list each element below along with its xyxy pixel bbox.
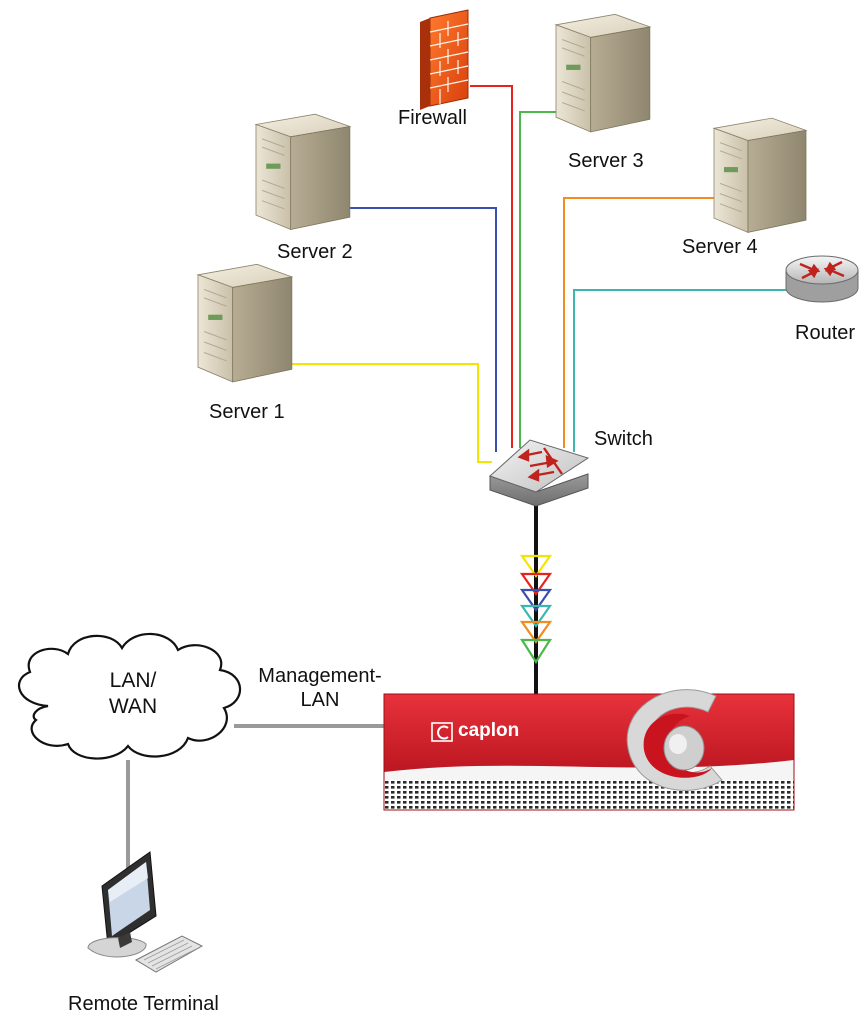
workstation-icon[interactable] xyxy=(87,851,204,973)
caplon-brand-text: caplon xyxy=(458,720,520,741)
caplon-appliance-icon[interactable] xyxy=(383,689,795,811)
vlan-blue xyxy=(519,588,553,612)
cloud-label-line2: WAN xyxy=(108,695,158,718)
server1-label: Server 1 xyxy=(209,401,285,423)
brick-firewall-icon[interactable] xyxy=(420,9,469,110)
server3-icon[interactable] xyxy=(555,13,651,133)
connection-lines xyxy=(126,85,786,872)
server1-icon[interactable] xyxy=(197,263,293,383)
remote-terminal-label: Remote Terminal xyxy=(68,993,219,1015)
router-icon[interactable] xyxy=(785,255,859,303)
management-label-line1: Management- xyxy=(258,665,382,687)
server4-label: Server 4 xyxy=(682,236,758,258)
server2-icon[interactable] xyxy=(255,113,351,231)
server2-label: Server 2 xyxy=(277,241,353,263)
cloud-label-line1: LAN/ xyxy=(109,669,157,692)
vlan-orange xyxy=(519,620,553,644)
router-label: Router xyxy=(795,322,856,344)
server3-link xyxy=(519,111,556,448)
vlan-cyan xyxy=(519,604,553,628)
cloud-label: LAN/ WAN xyxy=(88,668,178,720)
vlan-red xyxy=(519,572,553,596)
server1-link xyxy=(292,363,492,463)
server2-link xyxy=(348,207,497,452)
server4-link xyxy=(563,197,714,448)
management-lan-label: Management- LAN xyxy=(250,664,390,712)
vlan-trunk-bundle xyxy=(519,554,553,665)
server3-label: Server 3 xyxy=(568,150,644,172)
vlan-green xyxy=(519,638,553,665)
caplon-logo-mark xyxy=(431,722,453,742)
vlan-yellow xyxy=(519,554,553,578)
server4-icon[interactable] xyxy=(713,117,807,233)
caplon-swirl-logo xyxy=(626,689,723,791)
switch-label: Switch xyxy=(594,428,653,450)
management-label-line2: LAN xyxy=(300,689,340,711)
router-link xyxy=(573,289,786,452)
cloud-icon xyxy=(18,632,242,760)
firewall-link xyxy=(470,85,513,448)
firewall-label: Firewall xyxy=(398,107,467,129)
network-switch-icon[interactable] xyxy=(489,439,590,507)
